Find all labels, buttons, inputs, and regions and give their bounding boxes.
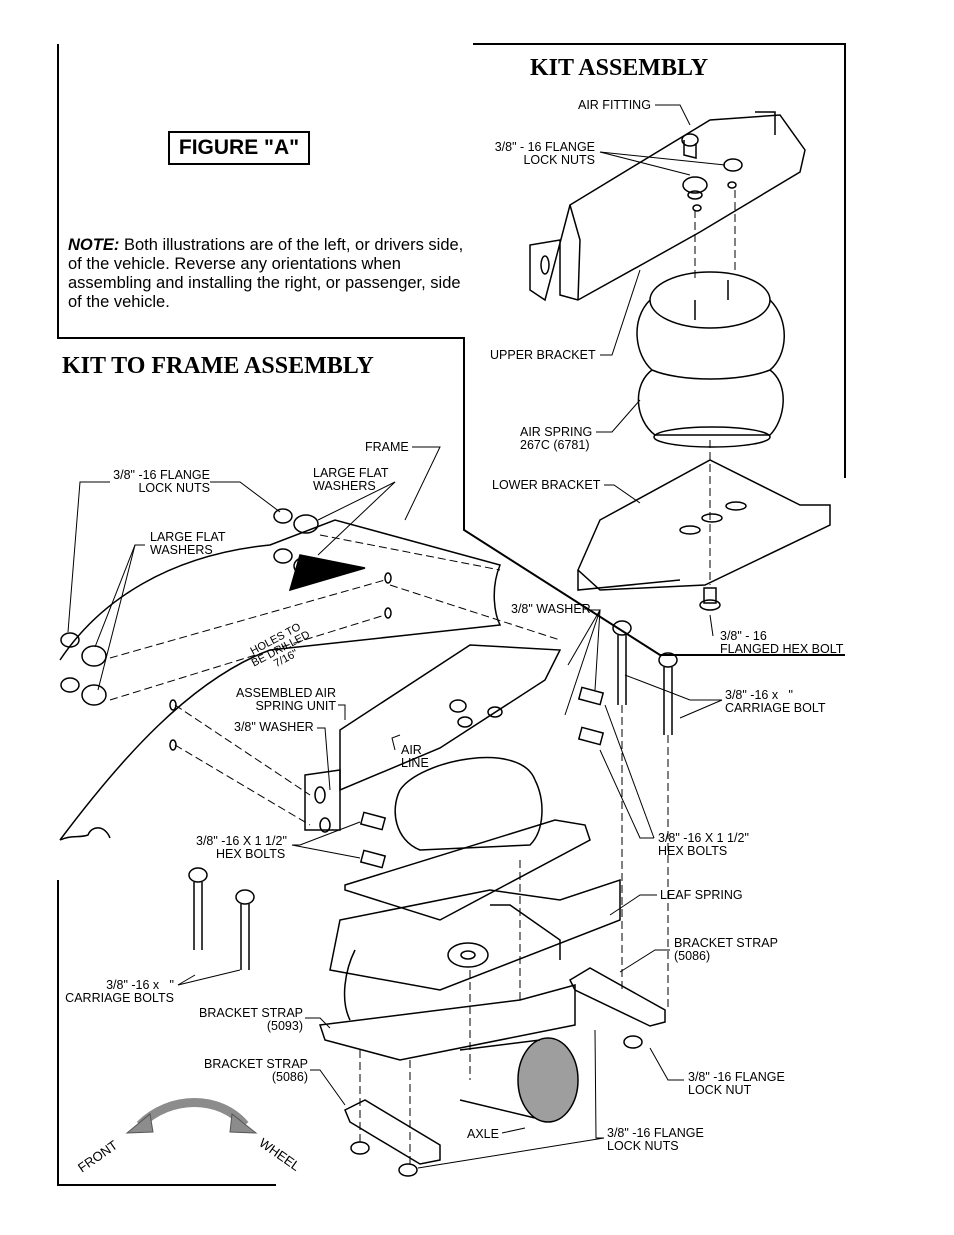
direction-arrow-drawing	[125, 1098, 258, 1134]
kit-to-frame-heading: KIT TO FRAME ASSEMBLY	[62, 353, 374, 379]
kit-flange-nuts-line1: 3/8" - 16 FLANGE	[494, 140, 595, 154]
air-spring-line2: 267C (6781)	[520, 438, 590, 452]
hex-bolts-left-line1: 3/8" -16 X 1 1/2"	[196, 834, 287, 848]
air-spring-kit-drawing	[636, 271, 785, 448]
upper-bracket-drawing	[529, 111, 806, 302]
bracket-strap-mid-line2: (5093)	[266, 1019, 303, 1033]
air-spring-label: AIR SPRING 267C (6781)	[520, 426, 592, 452]
flange-lock-nut-label: 3/8" -16 FLANGE LOCK NUT	[688, 1071, 785, 1097]
bracket-strap-mid-line1: BRACKET STRAP	[199, 1006, 303, 1020]
air-line-line1: AIR	[401, 743, 422, 757]
carriage-bolt-right-line2: CARRIAGE BOLT	[725, 701, 826, 715]
large-flat-washers-left-line2: WASHERS	[150, 543, 213, 557]
flange-lock-nuts-bottom-label: 3/8" -16 FLANGE LOCK NUTS	[607, 1127, 704, 1153]
assembled-unit-drawing	[304, 644, 562, 851]
large-flat-washers-top-label: LARGE FLAT WASHERS	[313, 467, 388, 493]
frame-lock-nuts-label: 3/8" -16 FLANGE LOCK NUTS	[100, 469, 210, 495]
bracket-strap-low-label: BRACKET STRAP (5086)	[195, 1058, 308, 1084]
note-text: NOTE: Both illustrations are of the left…	[68, 236, 473, 312]
note-prefix: NOTE:	[68, 236, 120, 254]
carriage-bolts-left-line2: CARRIAGE BOLTS	[65, 991, 174, 1005]
hex-bolts-right-line1: 3/8" -16 X 1 1/2"	[658, 831, 749, 845]
carriage-bolts-left-label: 3/8" -16 x " CARRIAGE BOLTS	[54, 979, 174, 1005]
flange-lock-nuts-bottom-line1: 3/8" -16 FLANGE	[607, 1126, 704, 1140]
bracket-strap-low-line2: (5086)	[271, 1070, 308, 1084]
bracket-strap-mid-label: BRACKET STRAP (5093)	[190, 1007, 303, 1033]
upper-nuts-drawing	[682, 158, 743, 212]
carriage-bolt-right-label: 3/8" -16 x " CARRIAGE BOLT	[725, 689, 825, 715]
flanged-hex-bolt-line2: FLANGED HEX BOLT	[720, 642, 844, 656]
flange-lock-nut-line2: LOCK NUT	[688, 1083, 752, 1097]
carriage-bolts-right-drawing	[612, 620, 678, 735]
bracket-strap-right-label: BRACKET STRAP (5086)	[674, 937, 778, 963]
carriage-bolts-left-drawing	[188, 867, 255, 970]
carriage-bolt-right-line1: 3/8" -16 x "	[725, 688, 793, 702]
air-fitting-label: AIR FITTING	[578, 98, 651, 112]
kit-flange-nuts-label: 3/8" - 16 FLANGE LOCK NUTS	[480, 141, 595, 167]
washer-left-label: 3/8" WASHER	[234, 720, 314, 734]
carriage-bolts-left-line1: 3/8" -16 x "	[106, 978, 174, 992]
bracket-strap-right-line1: BRACKET STRAP	[674, 936, 778, 950]
air-line-label: AIR LINE	[401, 744, 429, 770]
axle-label: AXLE	[467, 1127, 499, 1141]
washer-right-label: 3/8" WASHER	[511, 602, 591, 616]
frame-fasteners-drawing	[60, 508, 392, 751]
bracket-strap-low-line1: BRACKET STRAP	[204, 1057, 308, 1071]
assembled-air-spring-label: ASSEMBLED AIR SPRING UNIT	[216, 687, 336, 713]
air-line-line2: LINE	[401, 756, 429, 770]
large-flat-washers-top-line1: LARGE FLAT	[313, 466, 389, 480]
large-flat-washers-left-line1: LARGE FLAT	[150, 530, 226, 544]
frame-lock-nuts-line1: 3/8" -16 FLANGE	[113, 468, 210, 482]
assembled-air-spring-line1: ASSEMBLED AIR	[235, 686, 336, 700]
bracket-strap-right-line2: (5086)	[674, 949, 711, 963]
hex-bolts-right-label: 3/8" -16 X 1 1/2" HEX BOLTS	[658, 832, 749, 858]
hex-bolts-drawing	[359, 686, 605, 869]
kit-assembly-heading: KIT ASSEMBLY	[530, 55, 709, 81]
frame-rail-drawing	[59, 519, 502, 841]
leader-lines	[67, 104, 726, 1169]
frame-center-lines	[109, 534, 669, 1165]
note-body: Both illustrations are of the left, or d…	[68, 236, 464, 311]
frame-lock-nuts-line2: LOCK NUTS	[138, 481, 210, 495]
assembled-air-spring-line2: SPRING UNIT	[255, 699, 336, 713]
flange-lock-nut-line1: 3/8" -16 FLANGE	[688, 1070, 785, 1084]
leaf-spring-label: LEAF SPRING	[660, 888, 743, 902]
page-borders	[57, 43, 846, 1186]
kit-center-lines	[694, 190, 736, 585]
flanged-hex-bolt-line1: 3/8" - 16	[720, 629, 767, 643]
hex-bolts-left-label: 3/8" -16 X 1 1/2" HEX BOLTS	[196, 835, 287, 861]
lower-bolt-drawing	[699, 587, 721, 611]
upper-bracket-label: UPPER BRACKET	[490, 348, 596, 362]
lower-bracket-drawing	[577, 459, 831, 591]
flanged-hex-bolt-label: 3/8" - 16 FLANGED HEX BOLT	[720, 630, 843, 656]
kit-flange-nuts-line2: LOCK NUTS	[523, 153, 595, 167]
lower-assembly-drawing	[318, 819, 621, 1123]
figure-label: FIGURE "A"	[168, 131, 310, 165]
large-flat-washers-left-label: LARGE FLAT WASHERS	[150, 531, 225, 557]
large-flat-washers-top-line2: WASHERS	[313, 479, 376, 493]
hex-bolts-left-line2: HEX BOLTS	[216, 847, 286, 861]
flange-lock-nuts-bottom-line2: LOCK NUTS	[607, 1139, 679, 1153]
air-fitting-drawing	[681, 133, 699, 159]
frame-label: FRAME	[365, 440, 409, 454]
hex-bolts-right-line2: HEX BOLTS	[658, 844, 728, 858]
air-spring-line1: AIR SPRING	[520, 425, 593, 439]
lower-bracket-label: LOWER BRACKET	[492, 478, 601, 492]
